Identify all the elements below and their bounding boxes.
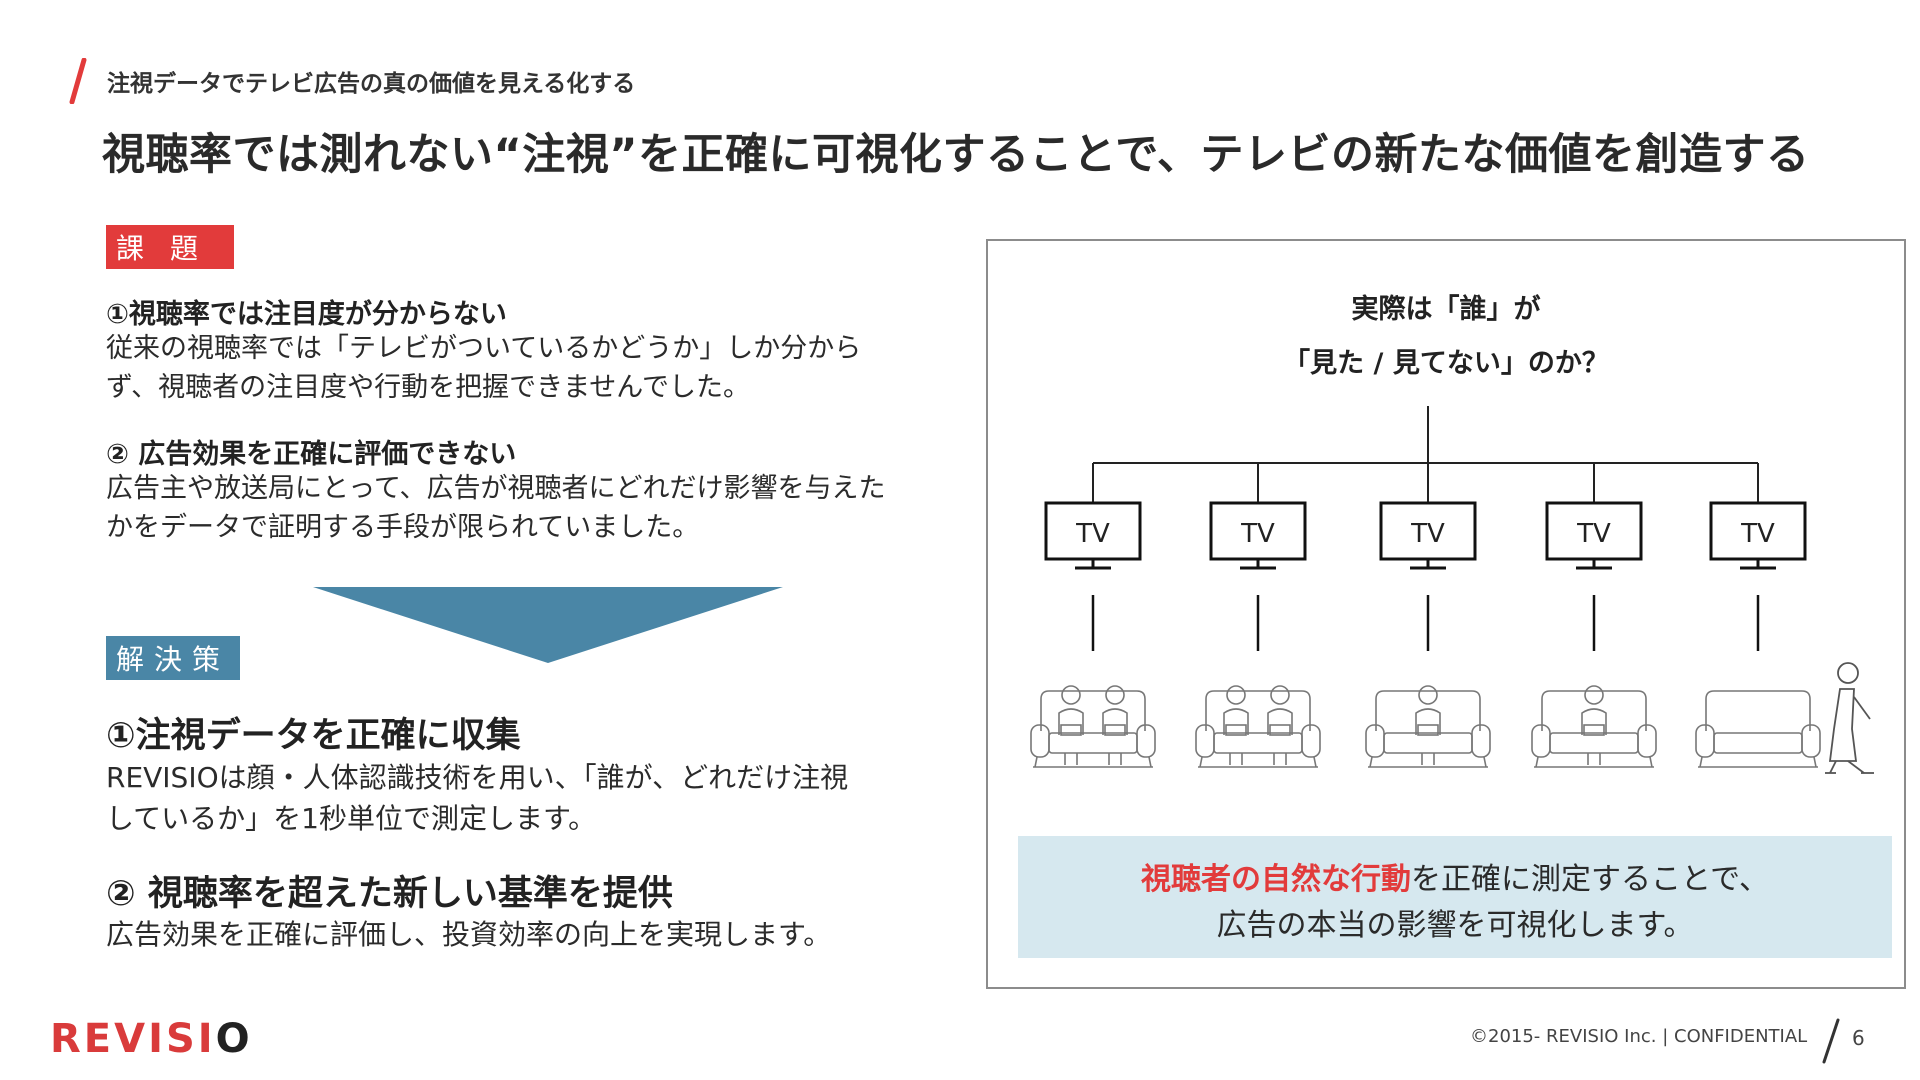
viewer-head-icon [1062, 686, 1080, 704]
sofa-arm-icon [1472, 725, 1490, 757]
viewer-head-icon [1419, 686, 1437, 704]
issue-1-line-1: 従来の視聴率では「テレビがついているかどうか」しか分から [106, 329, 926, 368]
sofa-leg-icon [1700, 757, 1702, 767]
issue-1-line-2: ず、視聴者の注目度や行動を把握できませんでした。 [106, 368, 926, 407]
illustration-panel: TV TV TV TV TV 実際は「誰」が 「見た / 見てない」のか？ 視聴者の自然… [986, 239, 1906, 989]
sofa-arm-icon [1031, 725, 1049, 757]
solution-tag: 解決策 [106, 636, 240, 680]
sofa-seat-icon [1214, 733, 1302, 753]
viewer-body-icon [1416, 709, 1440, 735]
tv-label: TV [1240, 519, 1275, 549]
sofa-leg-icon [1149, 757, 1151, 767]
question-line-2: 「見た / 見てない」のか？ [988, 341, 1904, 380]
viewer-head-icon [1227, 686, 1245, 704]
copyright-text: ©2015- REVISIO Inc. | CONFIDENTIAL [1470, 1026, 1807, 1047]
sofa-seat-icon [1550, 733, 1638, 753]
caption-line-2: 広告の本当の影響を可視化します。 [1018, 900, 1892, 944]
accent-slash-icon [68, 58, 88, 104]
sofa-arm-icon [1532, 725, 1550, 757]
caption-box: 視聴者の自然な行動を正確に測定することで、 広告の本当の影響を可視化します。 [1018, 836, 1892, 958]
tv-label: TV [1740, 519, 1775, 549]
viewer-head-icon [1585, 686, 1603, 704]
sofa-leg-icon [1484, 757, 1486, 767]
issue-2-body: 広告主や放送局にとって、広告が視聴者にどれだけ影響を与えた かをデータで証明する… [106, 469, 926, 547]
sofa-arm-icon [1137, 725, 1155, 757]
viewer-head-icon [1271, 686, 1289, 704]
caption-line-1: 視聴者の自然な行動を正確に測定することで、 [1018, 854, 1892, 898]
page-slash-icon [1818, 1018, 1842, 1064]
viewer-body-icon [1059, 709, 1083, 735]
issue-1-body: 従来の視聴率では「テレビがついているかどうか」しか分から ず、視聴者の注目度や行… [106, 329, 926, 407]
viewer-body-icon [1103, 709, 1127, 735]
logo-text-main: REVISI [50, 1016, 216, 1062]
solution-1-body: REVISIOは顔・人体認識技術を用い、「誰が、どれだけ注視 しているか」を1秒… [106, 757, 926, 839]
viewer-head-icon [1106, 686, 1124, 704]
slide-title: 視聴率では測れない“注視”を正確に可視化することで、テレビの新たな価値を創造する [102, 120, 1810, 182]
tv-label: TV [1576, 519, 1611, 549]
sofa-icon [1206, 691, 1310, 731]
down-arrow-icon [313, 587, 783, 663]
revisio-logo: REVISIO [50, 1016, 253, 1062]
viewer-body-icon [1224, 709, 1248, 735]
tv-label: TV [1410, 519, 1445, 549]
solution-1-title: ①注視データを正確に収集 [106, 707, 521, 758]
slide-kicker: 注視データでテレビ広告の真の価値を見える化する [107, 64, 635, 98]
sofa-seat-icon [1714, 733, 1802, 753]
sofa-leg-icon [1200, 757, 1202, 767]
sofa-arm-icon [1696, 725, 1714, 757]
issue-tag: 課題 [106, 225, 234, 269]
sofa-arm-icon [1638, 725, 1656, 757]
sofa-leg-icon [1814, 757, 1816, 767]
page-number: 6 [1852, 1026, 1865, 1050]
sofa-leg-icon [1650, 757, 1652, 767]
sofa-leg-icon [1370, 757, 1372, 767]
viewer-body-icon [1582, 709, 1606, 735]
solution-2-title: ② 視聴率を超えた新しい基準を提供 [106, 865, 673, 916]
issue-2-line-1: 広告主や放送局にとって、広告が視聴者にどれだけ影響を与えた [106, 469, 926, 508]
sofa-seat-icon [1049, 733, 1137, 753]
sofa-arm-icon [1802, 725, 1820, 757]
tv-label: TV [1075, 519, 1110, 549]
caption-highlight: 視聴者の自然な行動 [1141, 862, 1411, 897]
issue-1-title: ①視聴率では注目度が分からない [106, 292, 507, 331]
sofa-arm-icon [1302, 725, 1320, 757]
issue-2-line-2: かをデータで証明する手段が限られていました。 [106, 508, 926, 547]
sofa-icon [1041, 691, 1145, 731]
question-line-1: 実際は「誰」が [988, 287, 1904, 326]
sofa-arm-icon [1196, 725, 1214, 757]
sofa-leg-icon [1314, 757, 1316, 767]
sofa-leg-icon [1536, 757, 1538, 767]
issue-2-title: ② 広告効果を正確に評価できない [106, 432, 516, 471]
solution-2-body: 広告効果を正確に評価し、投資効率の向上を実現します。 [106, 914, 926, 955]
sofa-leg-icon [1035, 757, 1037, 767]
logo-text-end: O [216, 1016, 253, 1062]
solution-1-line-1: REVISIOは顔・人体認識技術を用い、「誰が、どれだけ注視 [106, 757, 926, 798]
solution-1-line-2: しているか」を1秒単位で測定します。 [106, 798, 926, 839]
sofa-arm-icon [1366, 725, 1384, 757]
sofa-seat-icon [1384, 733, 1472, 753]
sofa-icon [1706, 691, 1810, 731]
solution-2-line-1: 広告効果を正確に評価し、投資効率の向上を実現します。 [106, 914, 926, 955]
viewer-body-icon [1268, 709, 1292, 735]
caption-line-1-rest: を正確に測定することで、 [1411, 862, 1769, 897]
